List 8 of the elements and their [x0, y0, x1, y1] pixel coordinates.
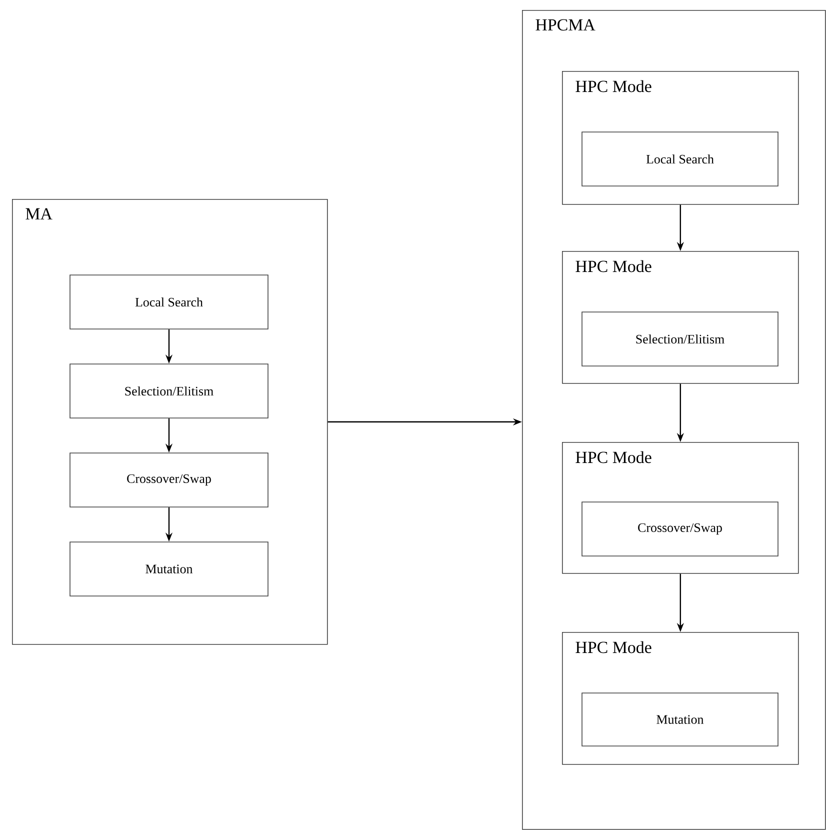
step-box: Crossover/Swap	[70, 452, 268, 508]
step-box: Selection/Elitism	[582, 312, 778, 366]
step-box: Local Search	[582, 132, 778, 186]
step-box: Mutation	[582, 692, 778, 746]
step-box: Selection/Elitism	[70, 364, 268, 418]
step-box: Local Search	[70, 274, 268, 330]
step-box: Crossover/Swap	[582, 502, 778, 556]
step-box: Mutation	[70, 542, 268, 596]
